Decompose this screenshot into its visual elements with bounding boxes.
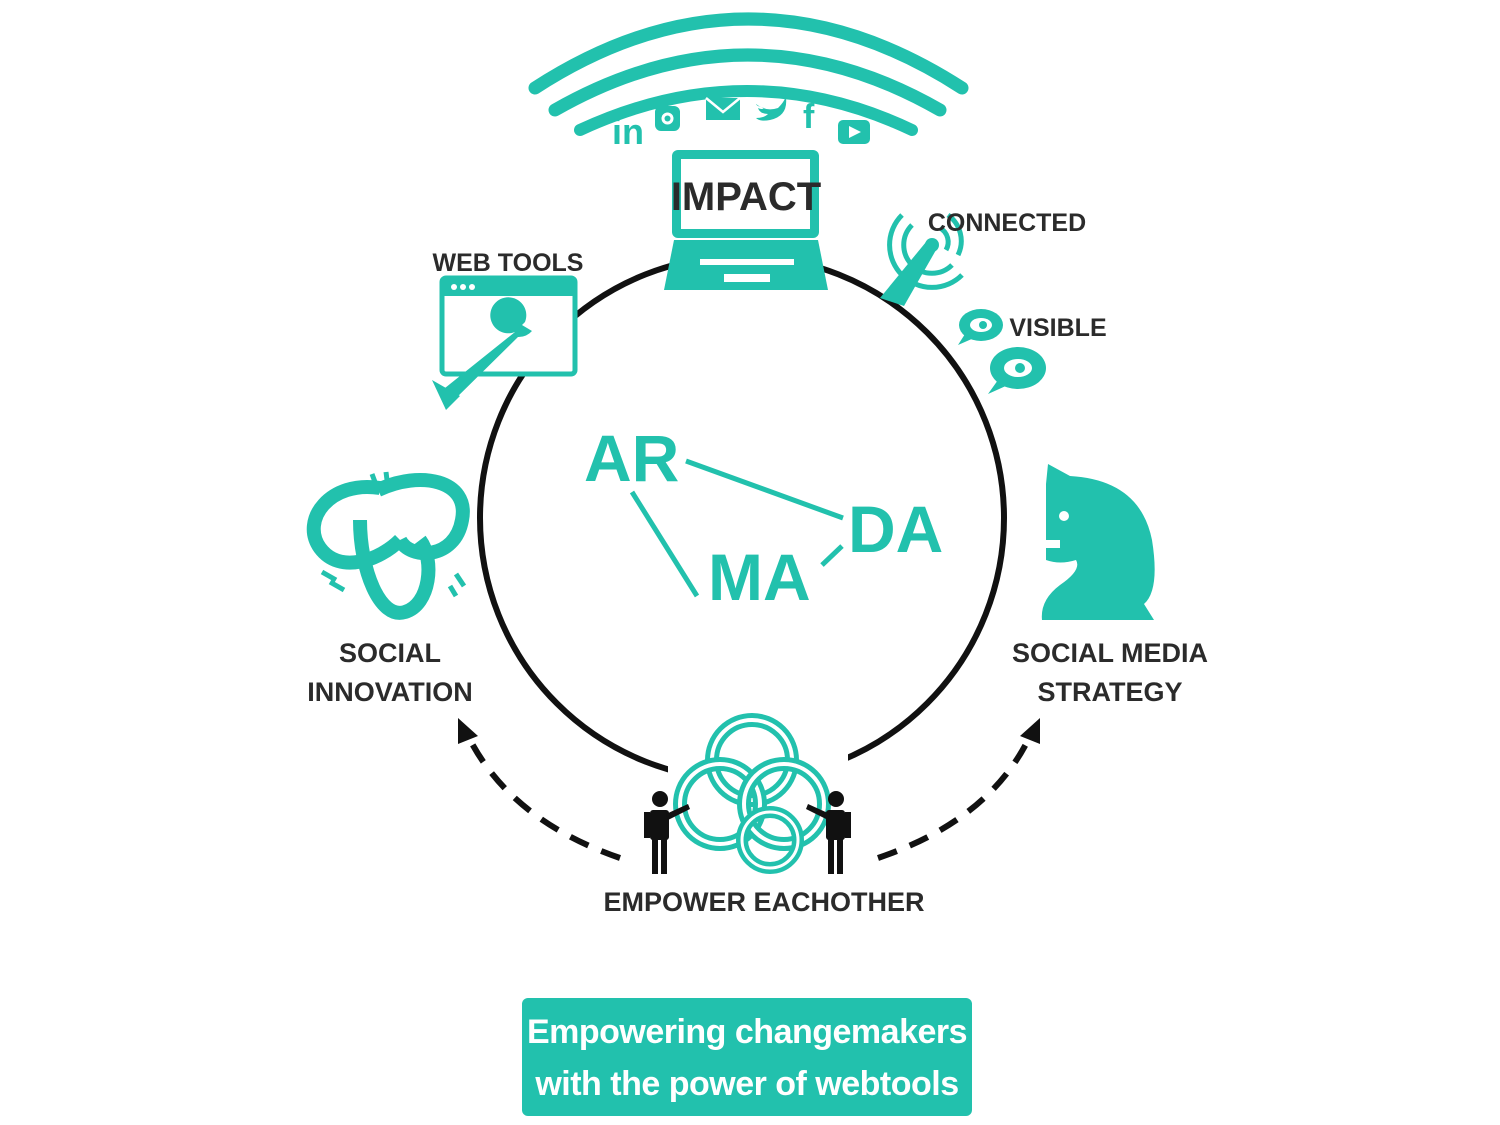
person-icon-right: [806, 791, 851, 874]
laptop-icon: [664, 150, 828, 290]
armada-logo: AR DA MA: [584, 421, 943, 614]
linkedin-icon: in: [612, 111, 644, 152]
impact-label: IMPACT: [671, 175, 821, 219]
dashed-arrow-right: [877, 718, 1040, 861]
chess-knight-icon: [1041, 464, 1155, 620]
facebook-icon: f: [803, 98, 815, 136]
celtic-knot-icon: [673, 713, 831, 874]
tagline-line-1: Empowering changemakers: [526, 1013, 968, 1051]
knot-icon: [306, 473, 470, 620]
antenna-icon: [880, 212, 964, 306]
logo-ma: MA: [708, 540, 811, 614]
dashed-arrow-left: [458, 718, 621, 861]
web-tools-label: WEB TOOLS: [433, 249, 584, 277]
spark-lines: [320, 471, 467, 598]
connected-label: CONNECTED: [928, 209, 1086, 237]
logo-ar: AR: [584, 421, 679, 495]
visible-label: VISIBLE: [1009, 314, 1106, 342]
social-media-strategy-label-1: SOCIAL MEDIA: [1012, 638, 1208, 668]
social-media-strategy-label-2: STRATEGY: [1037, 677, 1182, 707]
social-icons: in f: [612, 92, 870, 152]
email-icon: [705, 97, 741, 120]
web-tools-icon: [432, 275, 578, 410]
instagram-icon: [655, 106, 680, 131]
empower-label: EMPOWER EACHOTHER: [603, 887, 924, 917]
social-innovation-label-2: INNOVATION: [307, 677, 473, 707]
youtube-icon: [838, 120, 870, 144]
social-innovation-label-1: SOCIAL: [339, 638, 441, 668]
twitter-icon: [756, 92, 792, 121]
eye-speech-icon: [958, 309, 1046, 394]
broadcast-arcs-icon: [528, 12, 969, 136]
tagline-line-2: with the power of webtools: [535, 1065, 959, 1103]
logo-da: DA: [848, 492, 943, 566]
person-icon-left: [644, 791, 690, 874]
tagline-banner: Empowering changemakers with the power o…: [522, 998, 972, 1116]
